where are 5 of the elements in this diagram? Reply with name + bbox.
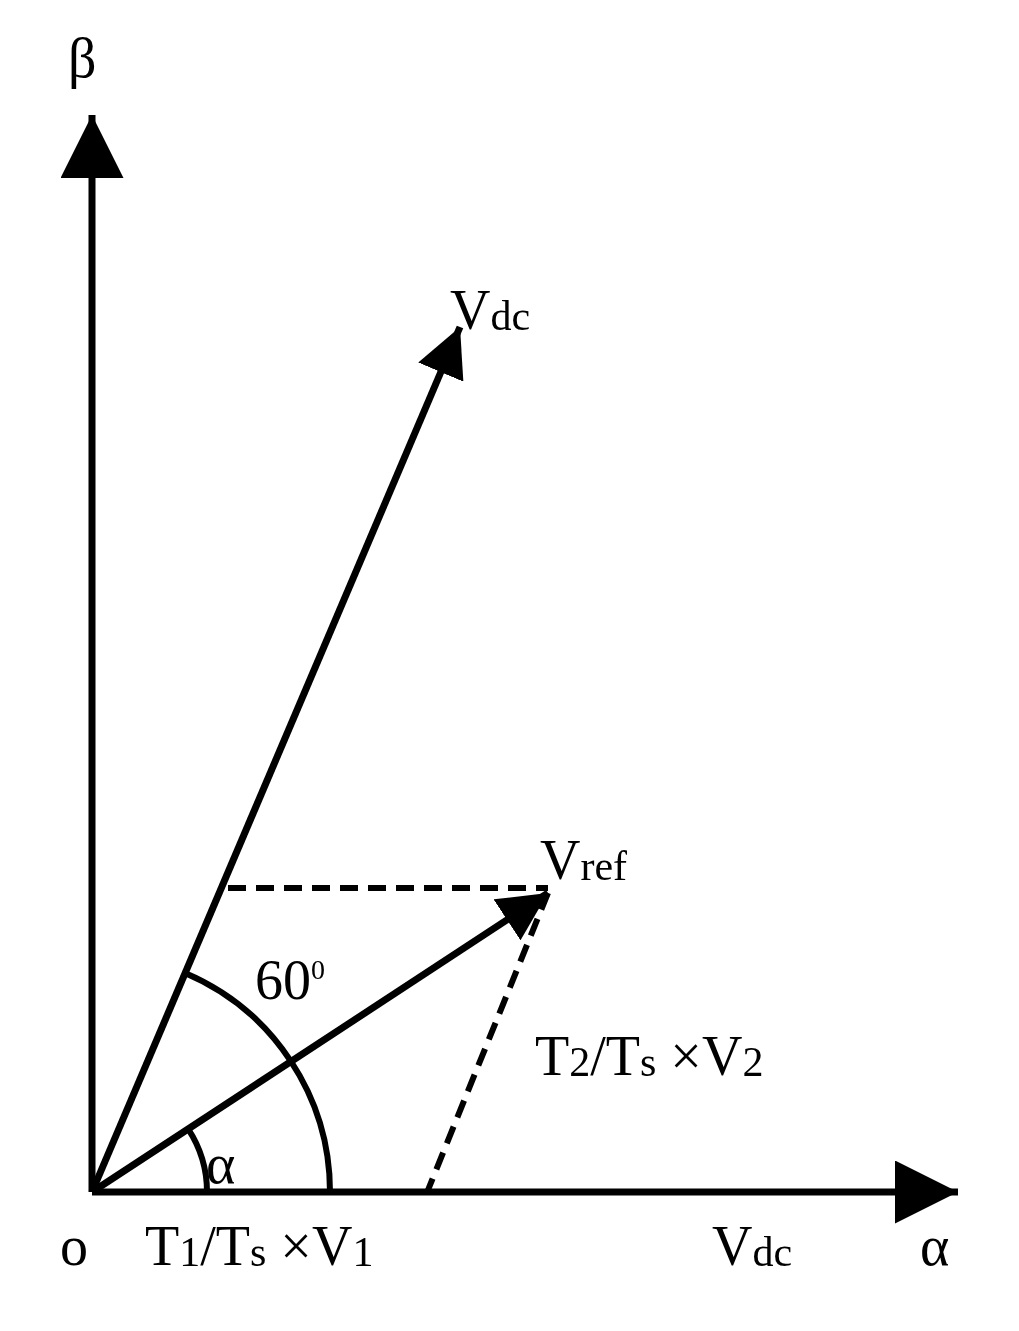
axis-label: α: [920, 1218, 950, 1274]
angle-label: 60$^{0}$: [255, 952, 325, 1008]
vector-arrow: [88, 325, 464, 1194]
origin-label: o: [60, 1218, 88, 1274]
angle-label: α: [206, 1136, 236, 1192]
